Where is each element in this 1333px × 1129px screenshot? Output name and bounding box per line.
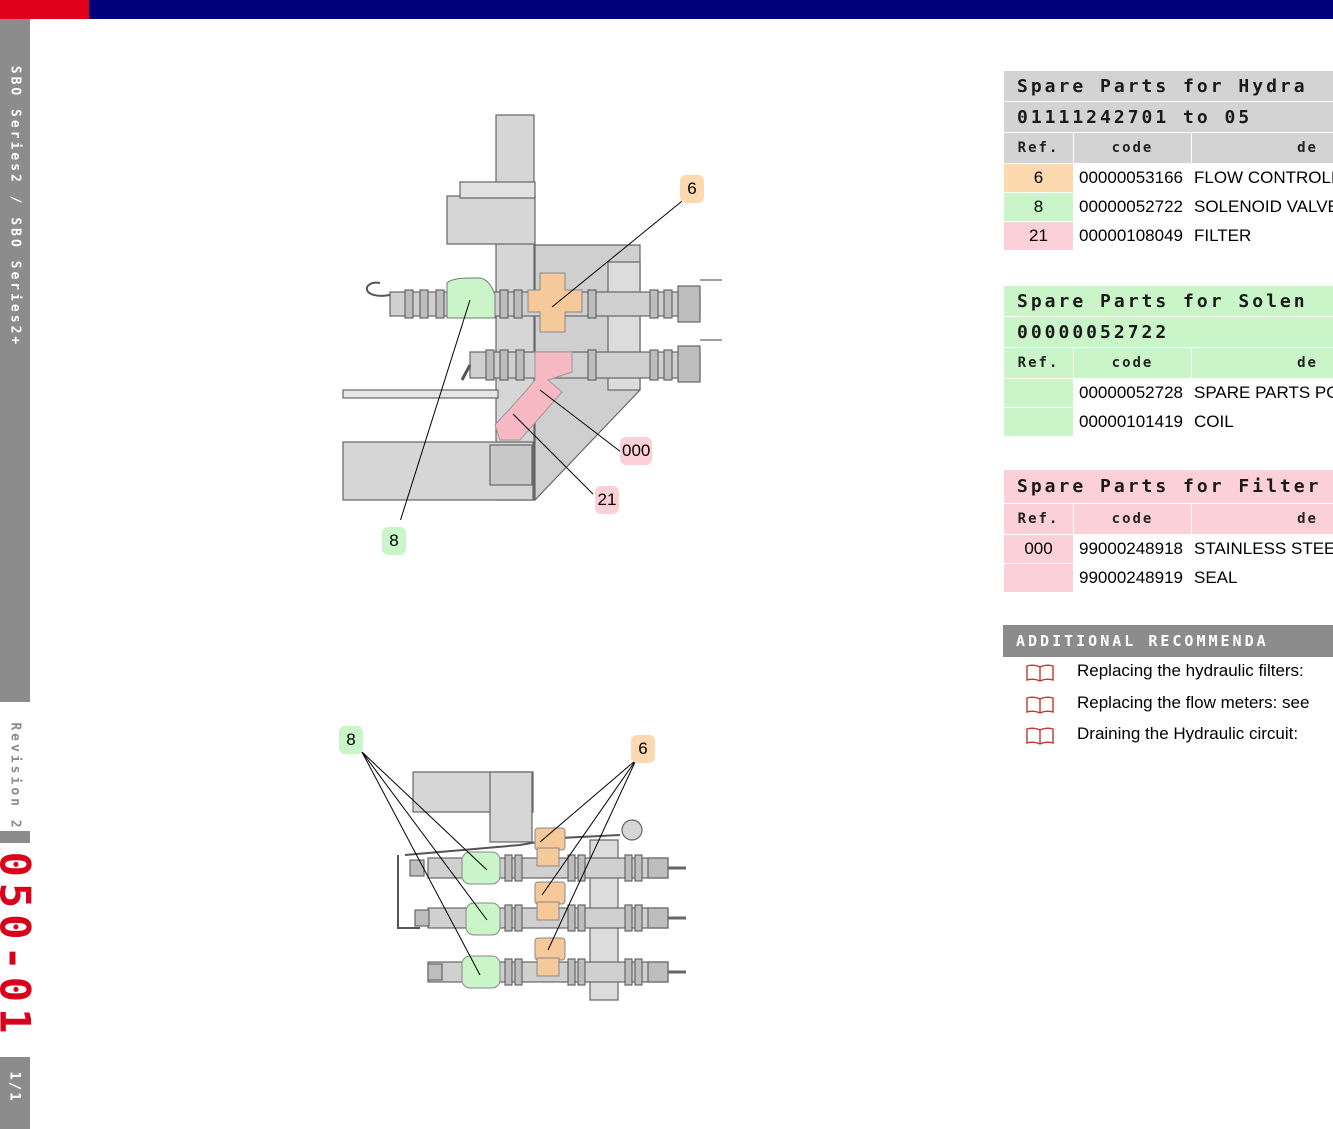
book-icon — [1026, 664, 1054, 682]
book-icon — [1026, 696, 1054, 714]
row-code: 00000052728 — [1073, 378, 1192, 408]
table-title: Spare Parts for Solen — [1003, 285, 1333, 317]
spare-parts-hydraulic-table: Spare Parts for Hydra 01111242701 to 05 … — [1003, 70, 1333, 251]
row-description: STAINLESS STEEL — [1191, 534, 1333, 564]
table-row: 000 99000248918 STAINLESS STEEL — [1003, 534, 1333, 564]
table-row: 8 00000052722 SOLENOID VALVE — [1003, 192, 1333, 222]
column-header-code: code — [1073, 132, 1192, 164]
table-row: 99000248919 SEAL — [1003, 563, 1333, 593]
callout-ref-8[interactable]: 8 — [339, 726, 363, 754]
sidebar-page-band — [0, 1057, 30, 1129]
row-ref — [1003, 563, 1074, 593]
column-header-ref: Ref. — [1003, 132, 1074, 164]
table-row: 00000052728 SPARE PARTS PO — [1003, 378, 1333, 408]
row-ref: 6 — [1003, 163, 1074, 193]
sidebar-series-title: SBO Series2 / SBO Series2+ — [7, 65, 23, 348]
table-row: 21 00000108049 FILTER — [1003, 221, 1333, 251]
column-header-ref: Ref. — [1003, 347, 1074, 379]
recommendation-item[interactable]: Replacing the hydraulic filters: — [1003, 657, 1333, 689]
top-banner-accent — [0, 0, 89, 19]
callout-ref-6[interactable]: 6 — [680, 175, 704, 203]
sidebar-divider — [0, 831, 30, 843]
hydraulic-assembly-side-view — [342, 114, 722, 520]
row-description: FILTER — [1190, 221, 1333, 251]
column-header-code: code — [1073, 503, 1192, 535]
row-description: SPARE PARTS PO — [1190, 378, 1333, 408]
row-code: 99000248919 — [1073, 563, 1192, 593]
table-subtitle: 00000052722 — [1003, 316, 1333, 348]
row-description: SOLENOID VALVE — [1190, 192, 1333, 222]
column-header-description: de — [1191, 503, 1333, 535]
spare-parts-filter-table: Spare Parts for Filter Ref. code de 000 … — [1003, 469, 1333, 593]
row-description: SEAL — [1191, 563, 1333, 593]
callout-ref-21[interactable]: 21 — [595, 486, 619, 514]
sidebar-revision: Revision 2 — [7, 721, 23, 831]
page-number: 1/1 — [7, 1071, 24, 1103]
sidebar-title-band — [0, 19, 30, 702]
row-ref: 21 — [1003, 221, 1074, 251]
recommendation-item[interactable]: Draining the Hydraulic circuit: — [1003, 720, 1333, 752]
row-code: 99000248918 — [1073, 534, 1192, 564]
row-ref — [1003, 378, 1074, 408]
table-title: Spare Parts for Filter — [1003, 469, 1333, 504]
spare-parts-solenoid-table: Spare Parts for Solen 00000052722 Ref. c… — [1003, 285, 1333, 437]
row-code: 00000052722 — [1073, 192, 1192, 222]
row-description: COIL — [1190, 407, 1333, 437]
book-icon — [1026, 727, 1054, 745]
table-row: 00000101419 COIL — [1003, 407, 1333, 437]
row-ref: 8 — [1003, 192, 1074, 222]
row-code: 00000053166 — [1073, 163, 1192, 193]
column-header-ref: Ref. — [1003, 503, 1074, 535]
document-code: 050-01 — [0, 851, 40, 1039]
recommendation-item[interactable]: Replacing the flow meters: see — [1003, 689, 1333, 721]
row-code: 00000101419 — [1073, 407, 1192, 437]
callout-ref-6[interactable]: 6 — [631, 735, 655, 763]
table-subtitle: 01111242701 to 05 — [1003, 101, 1333, 133]
row-ref: 000 — [1003, 534, 1074, 564]
column-header-description: de — [1190, 132, 1333, 164]
callout-ref-000[interactable]: 000 — [620, 437, 653, 465]
column-header-description: de — [1190, 347, 1333, 379]
hydraulic-assembly-top-view — [361, 751, 686, 1001]
recommendation-link[interactable]: Replacing the flow meters: see — [1077, 693, 1310, 712]
recommendation-link[interactable]: Draining the Hydraulic circuit: — [1077, 724, 1299, 743]
recommendation-link[interactable]: Replacing the hydraulic filters: — [1077, 661, 1304, 680]
column-header-code: code — [1073, 347, 1192, 379]
row-ref — [1003, 407, 1074, 437]
sidebar: SBO Series2 / SBO Series2+ Revision 2 05… — [0, 19, 40, 1129]
row-description: FLOW CONTROLL — [1190, 163, 1333, 193]
table-title: Spare Parts for Hydra — [1003, 70, 1333, 102]
callout-ref-8[interactable]: 8 — [382, 527, 406, 555]
row-code: 00000108049 — [1073, 221, 1192, 251]
top-banner — [0, 0, 1333, 19]
recommendations-header: ADDITIONAL RECOMMENDA — [1003, 625, 1333, 657]
table-row: 6 00000053166 FLOW CONTROLL — [1003, 163, 1333, 193]
